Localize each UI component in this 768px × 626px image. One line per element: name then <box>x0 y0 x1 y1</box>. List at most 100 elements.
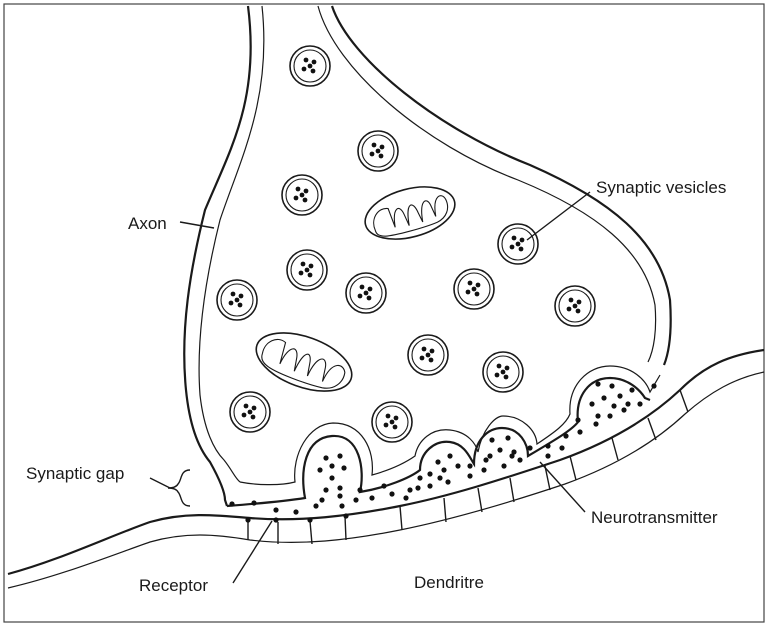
neurotransmitter-molecule <box>357 487 362 492</box>
neurotransmitter-molecule <box>447 453 452 458</box>
label-receptor: Receptor <box>139 576 208 595</box>
neurotransmitter-molecule <box>229 501 234 506</box>
synaptic-vesicle <box>498 224 538 264</box>
synaptic-gap-leader-line <box>150 478 170 488</box>
receptor-channel <box>400 506 402 530</box>
synaptic-vesicle <box>290 46 330 86</box>
axon-outer-membrane <box>184 6 250 506</box>
receptor-channel <box>648 418 656 440</box>
neurotransmitter-molecule <box>563 433 568 438</box>
neurotransmitter-molecule <box>389 491 394 496</box>
neurotransmitter-molecule <box>329 463 334 468</box>
neurotransmitter-molecule <box>527 445 532 450</box>
synaptic-vesicles-group <box>217 46 595 442</box>
synaptic-vesicle <box>408 335 448 375</box>
synaptic-vesicle <box>217 280 257 320</box>
neurotransmitter-molecule <box>617 393 622 398</box>
mitochondrion-upper <box>359 178 460 248</box>
neurotransmitter-molecule <box>559 445 564 450</box>
synaptic-gap-bracket <box>168 470 190 506</box>
neurotransmitter-molecule <box>415 485 420 490</box>
neurotransmitter-molecule <box>509 453 514 458</box>
neurotransmitter-molecule <box>505 435 510 440</box>
label-neurotransmitter: Neurotransmitter <box>591 508 718 527</box>
neurotransmitter-molecule <box>593 421 598 426</box>
neurotransmitter-molecule <box>435 459 440 464</box>
neurotransmitter-molecule <box>483 457 488 462</box>
synaptic-vesicle <box>372 402 412 442</box>
label-synaptic-vesicles: Synaptic vesicles <box>596 178 726 197</box>
neurotransmitter-molecule <box>417 475 422 480</box>
neurotransmitter-molecule <box>369 495 374 500</box>
neurotransmitter-molecule <box>621 407 626 412</box>
neurotransmitter-molecule <box>595 413 600 418</box>
neurotransmitter-molecule <box>441 467 446 472</box>
synaptic-vesicle <box>454 269 494 309</box>
neurotransmitter-molecule <box>575 417 580 422</box>
neurotransmitter-molecule <box>319 497 324 502</box>
neurotransmitter-molecule <box>481 467 486 472</box>
neurotransmitter-molecule <box>611 403 616 408</box>
neurotransmitter-molecule <box>427 483 432 488</box>
label-synaptic-gap: Synaptic gap <box>26 464 124 483</box>
synaptic-vesicle <box>358 131 398 171</box>
neurotransmitter-molecule <box>577 429 582 434</box>
receptor-leader-line <box>233 521 272 583</box>
neurotransmitter-molecule <box>497 447 502 452</box>
frame-border <box>4 4 764 622</box>
neurotransmitter-molecule <box>273 517 278 522</box>
dendrite-membrane-outer <box>8 350 764 574</box>
neurotransmitter-molecule <box>317 467 322 472</box>
neurotransmitter-molecule <box>455 463 460 468</box>
neurotransmitter-molecule <box>545 443 550 448</box>
neurotransmitter-molecule <box>341 465 346 470</box>
neurotransmitter-molecule <box>307 517 312 522</box>
synaptic-vesicle <box>346 273 386 313</box>
neurotransmitter-molecule <box>337 453 342 458</box>
neurotransmitter-molecule <box>517 457 522 462</box>
receptor-channel <box>478 488 482 512</box>
synaptic-vesicle <box>230 392 270 432</box>
synaptic-vesicle <box>483 352 523 392</box>
presynaptic-membrane-outer <box>227 378 650 506</box>
neurotransmitter-molecule <box>629 387 634 392</box>
neurotransmitter-molecule <box>337 485 342 490</box>
label-axon: Axon <box>128 214 167 233</box>
neurotransmitter-molecule <box>343 513 348 518</box>
neurotransmitter-molecule <box>625 401 630 406</box>
neurotransmitter-molecule <box>445 479 450 484</box>
neurotransmitter-molecule <box>651 383 656 388</box>
neurotransmitter-dots <box>229 381 656 522</box>
receptor-channel <box>570 456 576 480</box>
synaptic-vesicle <box>287 250 327 290</box>
neurotransmitter-molecule <box>339 503 344 508</box>
neurotransmitter-molecule <box>427 471 432 476</box>
neurotransmitter-molecule <box>545 453 550 458</box>
neurotransmitter-molecule <box>313 503 318 508</box>
neurotransmitter-molecule <box>337 493 342 498</box>
neurotransmitter-molecule <box>489 437 494 442</box>
neurotransmitter-molecule <box>273 507 278 512</box>
neurotransmitter-molecule <box>609 383 614 388</box>
synaptic-vesicle <box>555 286 595 326</box>
neurotransmitter-molecule <box>437 475 442 480</box>
neurotransmitter-molecule <box>323 455 328 460</box>
neurotransmitter-molecule <box>467 463 472 468</box>
synaptic-vesicle <box>282 175 322 215</box>
receptor-channel <box>310 521 312 544</box>
neurotransmitter-molecule <box>329 475 334 480</box>
receptor-channel <box>612 438 618 460</box>
neurotransmitter-molecule <box>607 413 612 418</box>
neurotransmitter-molecule <box>381 483 386 488</box>
neurotransmitter-molecule <box>589 401 594 406</box>
neurotransmitter-molecule <box>595 381 600 386</box>
neurotransmitter-molecule <box>501 463 506 468</box>
neurotransmitter-molecule <box>601 395 606 400</box>
neurotransmitter-molecule <box>467 473 472 478</box>
mitochondrion-lower <box>248 321 359 402</box>
receptor-channel <box>345 516 346 540</box>
neurotransmitter-molecule <box>403 495 408 500</box>
neurotransmitter-molecule <box>353 497 358 502</box>
neurotransmitter-leader-line <box>540 462 585 512</box>
